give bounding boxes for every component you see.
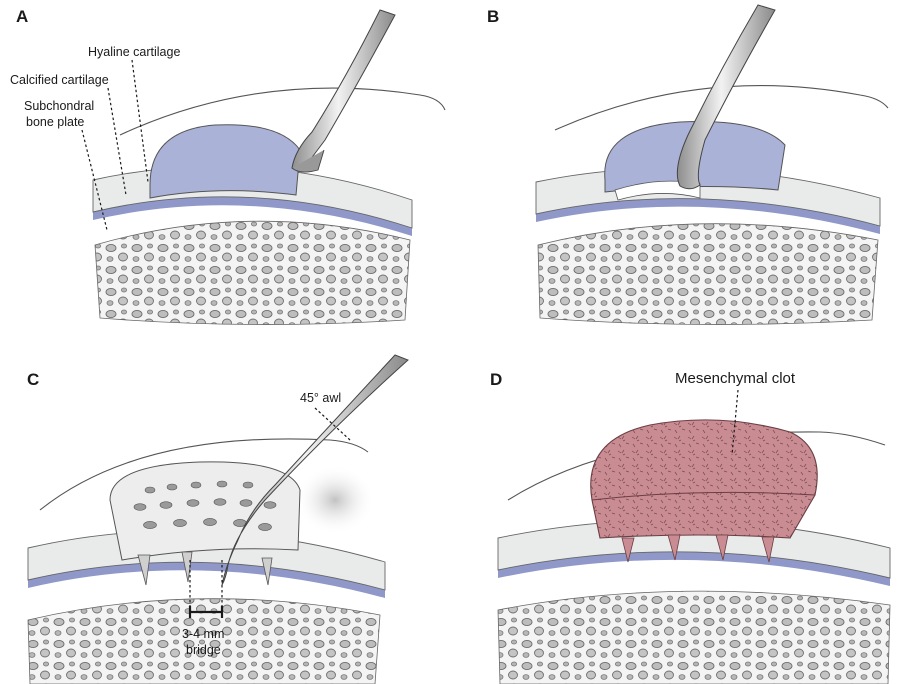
label-subchondral-2: bone plate <box>26 115 84 129</box>
panel-letter-c: C <box>27 370 39 389</box>
panel-a: A Hyaline cartilage Calcified cartilage … <box>10 7 445 325</box>
leader-hyaline <box>132 60 148 182</box>
cartilage-defect <box>150 125 300 198</box>
label-calcified-cartilage: Calcified cartilage <box>10 73 109 87</box>
mesenchymal-clot <box>591 420 818 538</box>
panel-letter-b: B <box>487 7 499 26</box>
bone <box>498 591 890 684</box>
label-bridge-1: 3-4 mm <box>182 627 224 641</box>
panel-c: C 45° awl 3-4 mm <box>27 355 408 684</box>
panel-d: D Mesenchymal clot <box>490 370 890 684</box>
panel-b: B <box>487 5 888 325</box>
panel-letter-a: A <box>16 7 28 26</box>
microfracture-defect <box>110 462 300 560</box>
bone <box>95 221 410 324</box>
label-hyaline-cartilage: Hyaline cartilage <box>88 45 180 59</box>
label-bridge-2: bridge <box>186 643 221 657</box>
label-mesenchymal-clot: Mesenchymal clot <box>675 370 796 387</box>
bone <box>538 224 878 325</box>
panel-letter-d: D <box>490 370 502 389</box>
label-subchondral-1: Subchondral <box>24 99 94 113</box>
curette-instrument <box>292 10 395 169</box>
label-awl: 45° awl <box>300 391 341 405</box>
